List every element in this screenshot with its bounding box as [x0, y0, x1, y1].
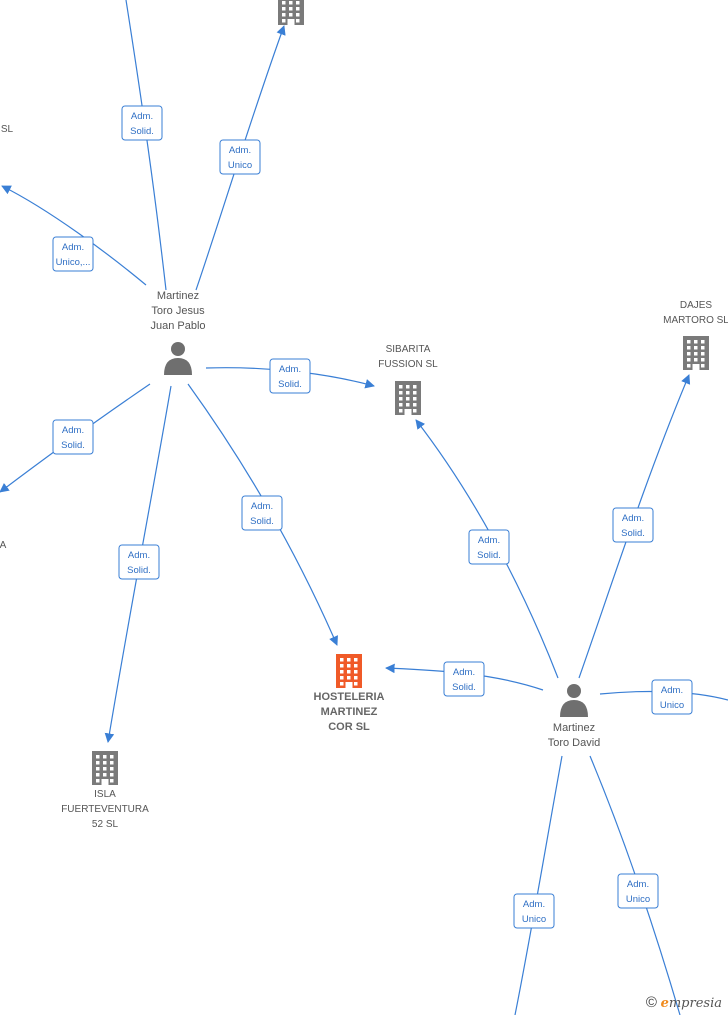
edge-e1 — [125, 0, 167, 291]
edge-label-box — [52, 236, 94, 272]
node-label: Martinez — [553, 722, 595, 734]
edge-label-text: Adm. — [251, 501, 273, 512]
person-icon — [164, 342, 192, 375]
edge-e12 — [514, 755, 563, 1015]
edge-label-text: Solid. — [477, 550, 501, 561]
edge-label-e2[interactable]: Adm. Unico — [219, 139, 261, 175]
node-label: ISLA — [94, 789, 116, 800]
edge-label-e7[interactable]: Adm. Solid. — [118, 544, 160, 580]
edge-label-e11[interactable]: Adm. Unico — [651, 679, 693, 715]
node-label: Toro David — [548, 737, 601, 749]
person-icon — [560, 684, 588, 717]
copyright-footer: © empresia — [646, 994, 722, 1011]
edge-label-box — [219, 139, 261, 175]
building-icon — [336, 654, 362, 688]
edge-e3 — [1, 185, 147, 286]
node-isla[interactable]: ISLA FUERTEVENTURA 52 SL — [61, 751, 149, 830]
node-label: Martinez — [157, 290, 199, 302]
edge-label-text: Adm. — [62, 242, 84, 253]
node-top[interactable] — [278, 0, 304, 25]
edge-label-box — [443, 661, 485, 697]
edge-label-text: Adm. — [627, 879, 649, 890]
node-label: Toro Jesus — [151, 305, 205, 317]
edge-label-text: Solid. — [250, 516, 274, 527]
edge-label-e1[interactable]: Adm. Solid. — [121, 105, 163, 141]
node-sibarita[interactable]: SIBARITA FUSSION SL — [378, 344, 438, 415]
edge-label-box — [52, 419, 94, 455]
edge-label-text: Adm. — [128, 550, 150, 561]
edge-label-box — [612, 507, 654, 543]
edge-label-text: Unico — [660, 700, 684, 711]
node-label: COR SL — [328, 721, 370, 733]
node-left_sl[interactable]: SL — [1, 124, 14, 135]
edge-label-text: Adm. — [62, 425, 84, 436]
node-left_a[interactable]: A — [0, 540, 7, 551]
edge-label-text: Adm. — [131, 111, 153, 122]
edge-label-text: Adm. — [279, 364, 301, 375]
edge-label-e5[interactable]: Adm. Solid. — [52, 419, 94, 455]
node-label: MARTORO SL — [663, 315, 728, 326]
node-label: DAJES — [680, 300, 713, 311]
edge-label-e12[interactable]: Adm. Unico — [513, 893, 555, 929]
edge-label-box — [118, 544, 160, 580]
node-label: SIBARITA — [386, 344, 431, 355]
edge-label-text: Solid. — [278, 379, 302, 390]
edge-label-text: Solid. — [127, 565, 151, 576]
edge-label-e8[interactable]: Adm. Solid. — [468, 529, 510, 565]
edge-label-text: Solid. — [452, 682, 476, 693]
edge-label-e9[interactable]: Adm. Solid. — [612, 507, 654, 543]
edge-label-box — [121, 105, 163, 141]
edge-label-text: Unico — [228, 160, 252, 171]
edge-label-text: Adm. — [523, 899, 545, 910]
edge-labels: Adm.Solid.Adm.UnicoAdm.Unico,...Adm.Soli… — [52, 105, 693, 929]
building-icon — [92, 751, 118, 785]
edge-label-e4[interactable]: Adm. Solid. — [269, 358, 311, 394]
edge-label-e13[interactable]: Adm. Unico — [617, 873, 659, 909]
node-label: A — [0, 540, 7, 551]
edge-label-box — [513, 893, 555, 929]
edge-label-text: Solid. — [130, 126, 154, 137]
edge-label-box — [468, 529, 510, 565]
edge-label-e6[interactable]: Adm. Solid. — [241, 495, 283, 531]
node-label: 52 SL — [92, 819, 119, 830]
edge-label-e10[interactable]: Adm. Solid. — [443, 661, 485, 697]
node-label: FUSSION SL — [378, 359, 438, 370]
edge-label-text: Adm. — [229, 145, 251, 156]
brand-logo: empresia — [660, 996, 722, 1011]
edge-label-box — [241, 495, 283, 531]
edge-label-text: Solid. — [621, 528, 645, 539]
edge-label-text: Solid. — [61, 440, 85, 451]
edge-label-box — [617, 873, 659, 909]
building-icon — [395, 381, 421, 415]
edge-label-text: Unico — [626, 894, 650, 905]
edge-label-box — [269, 358, 311, 394]
edge-label-e3[interactable]: Adm. Unico,... — [52, 236, 94, 272]
node-label: Juan Pablo — [150, 320, 205, 332]
building-icon — [278, 0, 304, 25]
node-label: SL — [1, 124, 14, 135]
building-icon — [683, 336, 709, 370]
node-label: MARTINEZ — [321, 706, 378, 718]
copyright-symbol: © — [645, 994, 657, 1011]
edge-label-text: Adm. — [453, 667, 475, 678]
edge-label-text: Adm. — [622, 513, 644, 524]
node-label: HOSTELERIA — [314, 691, 385, 703]
node-hosteleria[interactable]: HOSTELERIA MARTINEZ COR SL — [314, 654, 385, 733]
edge-label-text: Unico,... — [56, 257, 91, 268]
edge-label-box — [651, 679, 693, 715]
edge-label-text: Adm. — [661, 685, 683, 696]
node-label: FUERTEVENTURA — [61, 804, 149, 815]
edge-label-text: Unico — [522, 914, 546, 925]
node-dajes[interactable]: DAJES MARTORO SL — [663, 300, 728, 370]
edge-label-text: Adm. — [478, 535, 500, 546]
